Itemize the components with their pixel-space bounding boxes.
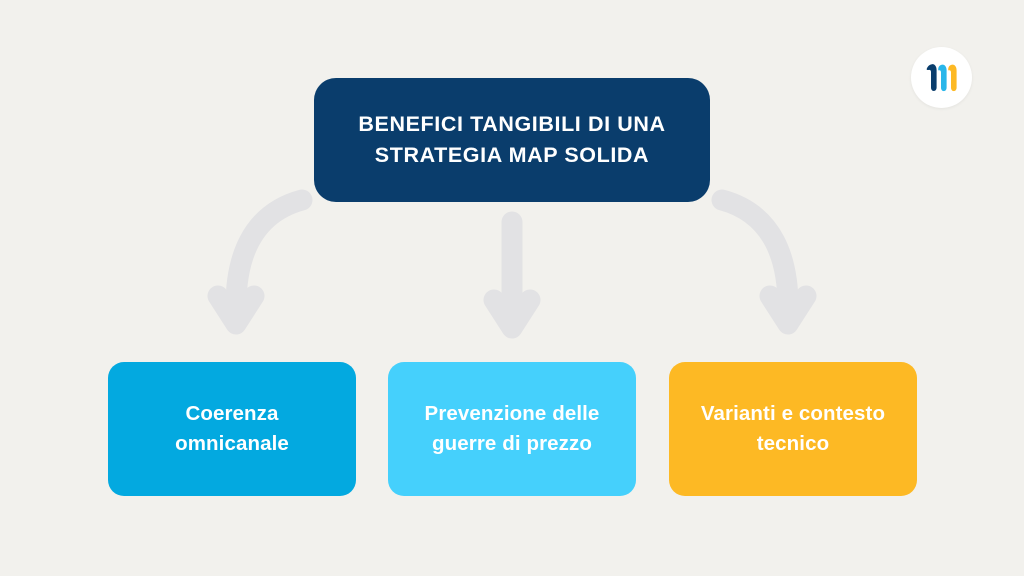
node-child-varianti-contesto-tecnico[interactable]: Varianti e contesto tecnico bbox=[669, 362, 917, 496]
node-child-prevenzione-guerre-prezzo[interactable]: Prevenzione delle guerre di prezzo bbox=[388, 362, 636, 496]
arrow-right-icon bbox=[711, 189, 817, 335]
node-root-label: BENEFICI TANGIBILI DI UNA STRATEGIA MAP … bbox=[358, 112, 666, 167]
arrow-middle-icon bbox=[483, 211, 541, 339]
node-root[interactable]: BENEFICI TANGIBILI DI UNA STRATEGIA MAP … bbox=[314, 78, 710, 202]
brand-logo-m-icon bbox=[925, 63, 959, 93]
brand-logo-badge bbox=[911, 47, 972, 108]
node-child-label: Prevenzione delle guerre di prezzo bbox=[424, 401, 600, 455]
node-child-label: Coerenza omnicanale bbox=[175, 401, 289, 455]
node-child-label: Varianti e contesto tecnico bbox=[700, 401, 886, 455]
arrow-left-icon bbox=[207, 189, 313, 335]
node-child-coerenza-omnicanale[interactable]: Coerenza omnicanale bbox=[108, 362, 356, 496]
